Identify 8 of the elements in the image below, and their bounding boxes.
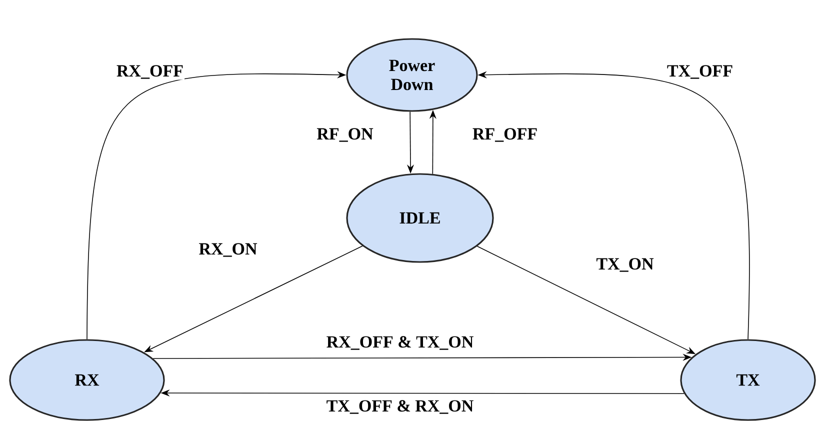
edge-label: TX_ON — [595, 257, 655, 273]
edge-label: TX_OFF — [666, 64, 734, 80]
edge-label: RF_OFF — [471, 127, 539, 143]
edge-label: RX_OFF — [115, 64, 185, 80]
edge-label: RX_OFF & TX_ON — [325, 335, 475, 351]
edge-label: RF_ON — [316, 127, 374, 143]
edge-label: RX_ON — [198, 242, 258, 258]
edge-label: TX_OFF & RX_ON — [325, 399, 475, 415]
